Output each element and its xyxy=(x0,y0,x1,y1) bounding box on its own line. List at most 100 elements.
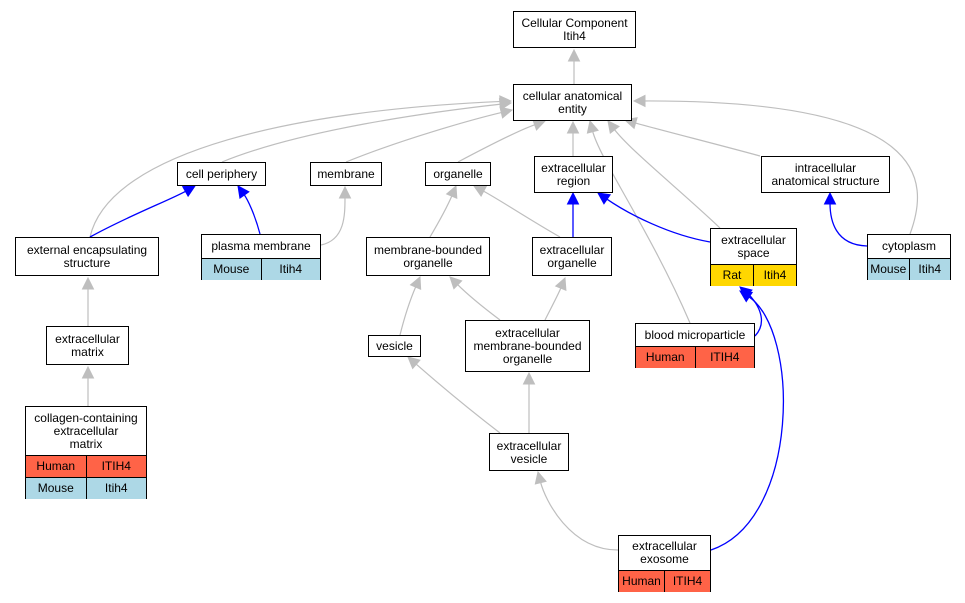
node-title-line: Itih4 xyxy=(563,29,586,43)
gene-cell: ITIH4 xyxy=(664,571,710,592)
edge-intracellular-anatomical-structure-to-cellular-anatomical-entity xyxy=(634,122,761,157)
node-title-line: extracellular xyxy=(55,332,120,346)
node-title-line: entity xyxy=(558,102,587,116)
edge-external-encapsulating-structure-to-cellular-anatomical-entity xyxy=(89,100,502,238)
node-title-line: organelle xyxy=(403,256,453,270)
edge-external-encapsulating-structure-to-cell-periphery xyxy=(89,190,187,238)
edge-arrowhead xyxy=(566,191,580,205)
gene-cell: ITIH4 xyxy=(85,456,147,477)
edge-cytoplasm-to-cellular-anatomical-entity xyxy=(643,100,919,235)
node-title-line: membrane-bounded xyxy=(473,339,582,353)
edge-extracellular-membrane-bounded-organelle-to-extracellular-organelle xyxy=(544,287,562,321)
edge-arrowhead xyxy=(449,276,463,290)
node-title-line: exosome xyxy=(640,552,689,566)
gene-cell: Itih4 xyxy=(908,259,951,280)
edge-arrowhead xyxy=(409,275,422,291)
node-title-line: Cellular Component xyxy=(521,16,628,30)
node-title-line: collagen-containing xyxy=(34,410,138,425)
node-organelle[interactable]: organelle xyxy=(425,162,491,186)
node-title: plasma membrane xyxy=(202,235,320,258)
edge-arrowhead xyxy=(499,106,514,119)
node-title-line: plasma membrane xyxy=(211,239,311,253)
edge-arrowhead xyxy=(566,120,580,134)
edge-arrowhead xyxy=(567,48,581,62)
node-title-line: organelle xyxy=(433,167,483,181)
gene-cell: ITIH4 xyxy=(694,347,755,368)
node-title: vesicle xyxy=(369,336,420,357)
edge-arrowhead xyxy=(586,119,599,134)
node-title-line: organelle xyxy=(502,352,553,366)
species-cell: Human xyxy=(645,350,685,364)
node-title: blood microparticle xyxy=(636,324,754,346)
node-title-line: region xyxy=(556,174,591,188)
edge-arrowhead xyxy=(81,276,95,290)
edge-extracellular-exosome-to-extracellular-space xyxy=(710,295,784,551)
edge-arrowhead xyxy=(739,290,754,303)
node-title-line: extracellular xyxy=(496,438,562,453)
edge-arrowhead xyxy=(823,191,837,205)
node-title-line: structure xyxy=(63,256,111,270)
edge-arrowhead xyxy=(181,185,196,198)
edge-extracellular-space-to-extracellular-region xyxy=(605,198,711,243)
edge-plasma-membrane-to-cell-periphery xyxy=(243,193,261,235)
node-title-line: matrix xyxy=(71,345,104,359)
node-title: cytoplasm xyxy=(868,235,950,258)
species-cell: Human xyxy=(622,574,661,588)
node-title-line: extracellular xyxy=(53,423,119,438)
edge-arrowhead xyxy=(237,185,250,200)
node-title-line: extracellular xyxy=(539,243,605,257)
edge-membrane-to-cellular-anatomical-entity xyxy=(345,111,503,163)
node-title-line: extracellular xyxy=(541,161,606,175)
node-title-line: cell periphery xyxy=(185,167,258,181)
node-title-line: anatomical structure xyxy=(771,174,880,188)
gene-cell: Itih4 xyxy=(260,259,321,280)
edge-arrowhead xyxy=(554,276,567,292)
edge-organelle-to-cellular-anatomical-entity xyxy=(457,123,536,163)
edge-extracellular-vesicle-to-vesicle xyxy=(415,363,501,434)
node-title-line: blood microparticle xyxy=(644,327,746,342)
node-title-line: cellular anatomical xyxy=(522,89,623,103)
node-title-line: cytoplasm xyxy=(881,239,937,253)
edge-arrowhead xyxy=(81,365,95,379)
node-title-line: extracellular xyxy=(632,539,697,553)
gene-cell: Itih4 xyxy=(85,478,147,499)
node-vesicle[interactable]: vesicle xyxy=(368,335,421,357)
node-title: membrane xyxy=(311,163,381,186)
edge-arrowhead xyxy=(473,185,488,198)
node-membrane[interactable]: membrane xyxy=(310,162,382,186)
node-cell-periphery[interactable]: cell periphery xyxy=(177,162,266,186)
node-title-line: membrane-bounded xyxy=(373,243,483,257)
edge-membrane-bounded-organelle-to-organelle xyxy=(429,194,453,238)
species-cell: Rat xyxy=(722,268,742,282)
node-title-line: space xyxy=(737,245,770,260)
